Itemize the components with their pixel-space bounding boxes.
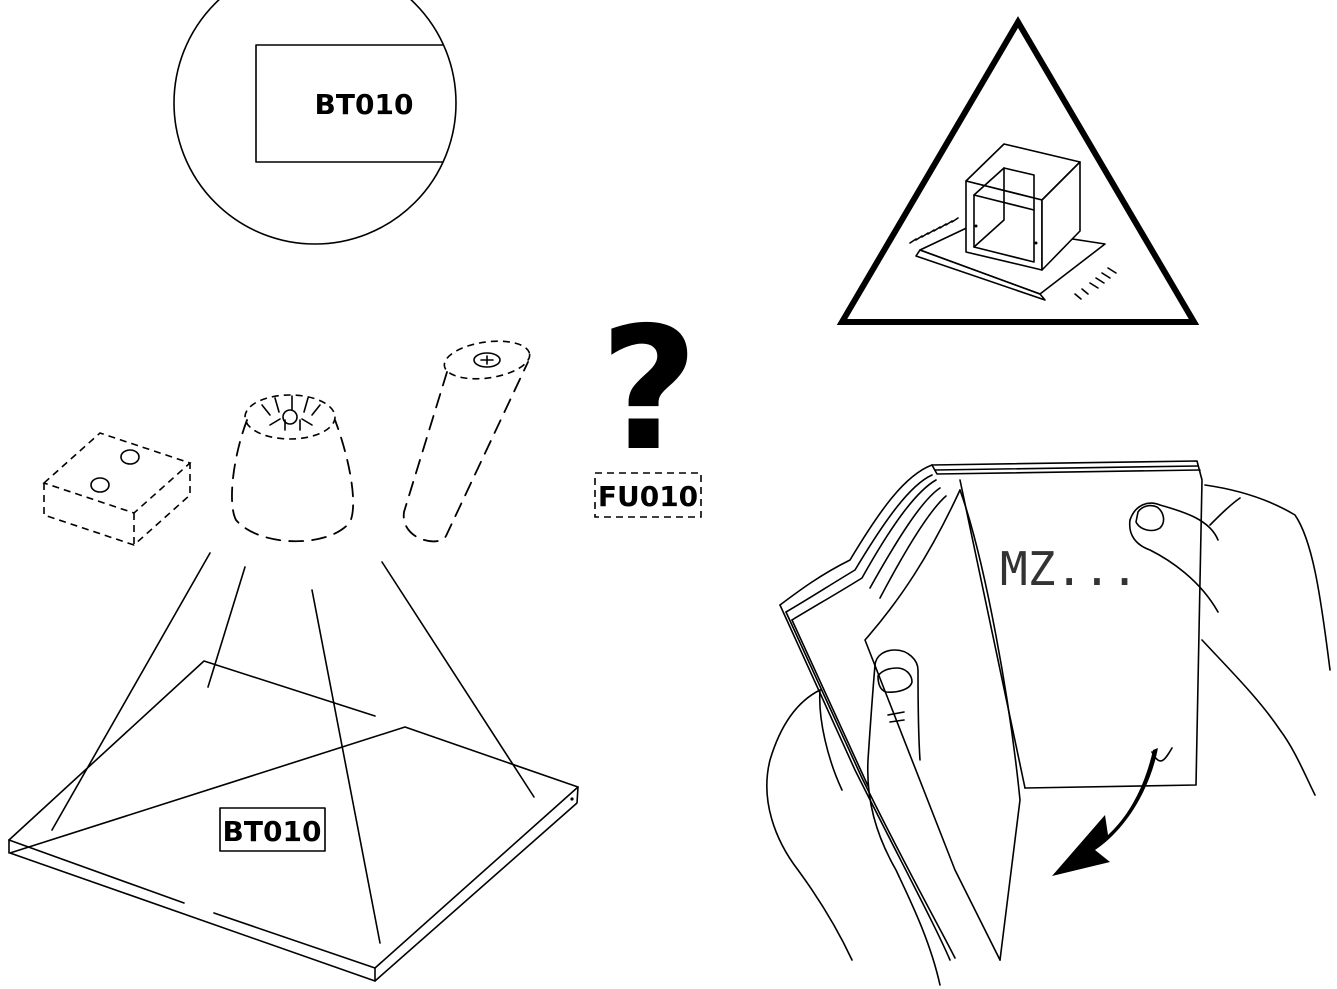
conical-foot [231,394,355,543]
cylinder-foot [403,340,531,543]
missing-parts-group [42,340,531,546]
left-hand [766,649,941,986]
question-mark-glyph: ? [600,291,699,489]
manual-cover-text: MZ... [1000,542,1138,596]
rug [909,217,1117,301]
board-label-box [219,807,326,852]
zoom-detail-circle: BT010 [173,0,457,245]
zoom-label-text: BT010 [315,88,414,121]
connector-block [42,432,192,546]
zoom-circle-outline [173,0,457,245]
question-mark-icon: ? [600,291,699,489]
warning-triangle-icon [836,16,1200,325]
board-label-text: BT010 [223,815,322,848]
curved-arrow-icon [1052,747,1173,876]
zoom-label-box [255,44,456,163]
cabinet [965,143,1081,271]
missing-part-label: FU010 [594,472,702,518]
right-hand [1128,484,1331,796]
board-panel: BT010 [8,660,579,982]
manual-booklet: MZ... [779,460,1203,961]
leader-lines [51,552,535,944]
missing-part-label-text: FU010 [598,480,698,513]
